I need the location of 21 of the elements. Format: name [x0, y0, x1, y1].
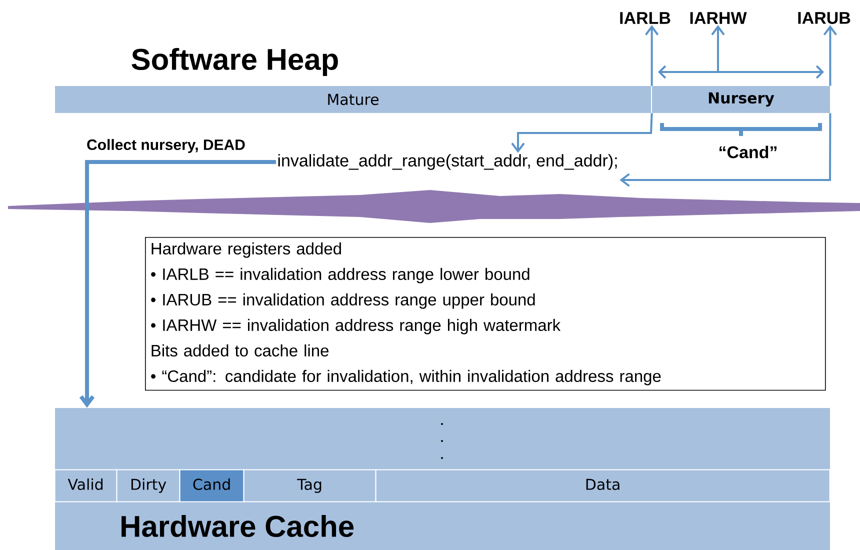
function-call: invalidate_addr_range(start_addr, end_addr); — [278, 154, 617, 170]
arrow — [645, 25, 659, 86]
bracket-label: “Cand” — [720, 146, 776, 158]
table-cell: Valid — [54, 469, 118, 502]
node-label: Mature — [328, 94, 379, 106]
note-box: Hardware registers added • IARLB == invalidation address range lower bound • IARUB == invalidation address range upper bound • IARHW == invalidation address range high watermark Bits added to cache line • “Cand”: candidate for invalidation, within invalidation address range — [145, 237, 826, 391]
table-cell: Cand — [179, 469, 244, 502]
heading: Software Heap — [132, 48, 338, 76]
register-label: IARUB — [798, 12, 850, 24]
register-label: IARHW — [690, 12, 747, 24]
arrow — [511, 113, 653, 153]
arrow — [711, 25, 725, 72]
arrow — [79, 160, 276, 408]
table-cell: Dirty — [116, 469, 180, 502]
arrow — [620, 113, 832, 187]
register-label: IARLB — [620, 12, 670, 24]
node-label: Nursery — [708, 92, 774, 107]
arrow — [823, 25, 837, 86]
table-cell: Tag — [243, 469, 376, 502]
edge-label: Collect nursery, DEAD — [87, 139, 245, 153]
heap-bar: Nursery — [652, 86, 830, 113]
